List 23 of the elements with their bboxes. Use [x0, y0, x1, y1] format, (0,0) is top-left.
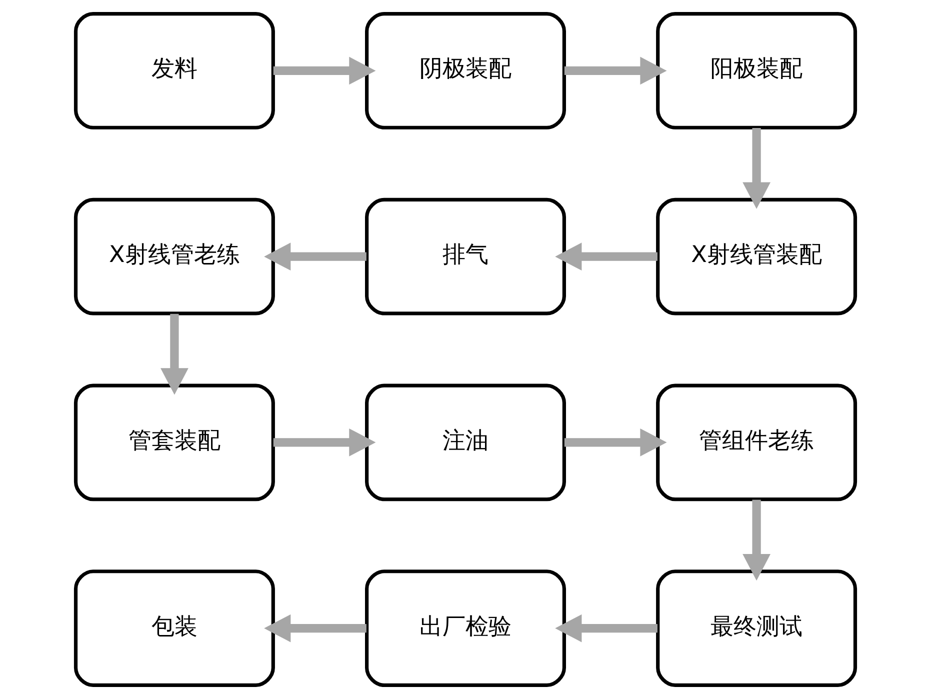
arrow: [564, 56, 667, 85]
node-box: X射线管装配: [656, 198, 858, 316]
node-box: 阳极装配: [656, 12, 858, 130]
arrow: [742, 500, 771, 581]
node-box: 管组件老练: [656, 384, 858, 502]
node-box: 最终测试: [656, 570, 858, 687]
arrow: [742, 128, 771, 209]
arrow: [555, 614, 658, 642]
node-box: 包装: [74, 570, 275, 687]
node-box: X射线管老练: [74, 198, 275, 316]
node-box: 排气: [365, 198, 566, 316]
arrow: [264, 614, 366, 642]
arrow: [160, 314, 188, 395]
arrow: [564, 428, 667, 456]
node-box: 出厂检验: [365, 570, 566, 687]
arrow: [264, 242, 366, 271]
node-box: 注油: [365, 384, 566, 502]
arrow: [273, 428, 376, 456]
node-box: 管套装配: [74, 384, 275, 502]
node-box: 发料: [74, 12, 275, 130]
arrow: [273, 56, 376, 85]
arrow: [555, 242, 658, 271]
node-box: 阴极装配: [365, 12, 566, 130]
